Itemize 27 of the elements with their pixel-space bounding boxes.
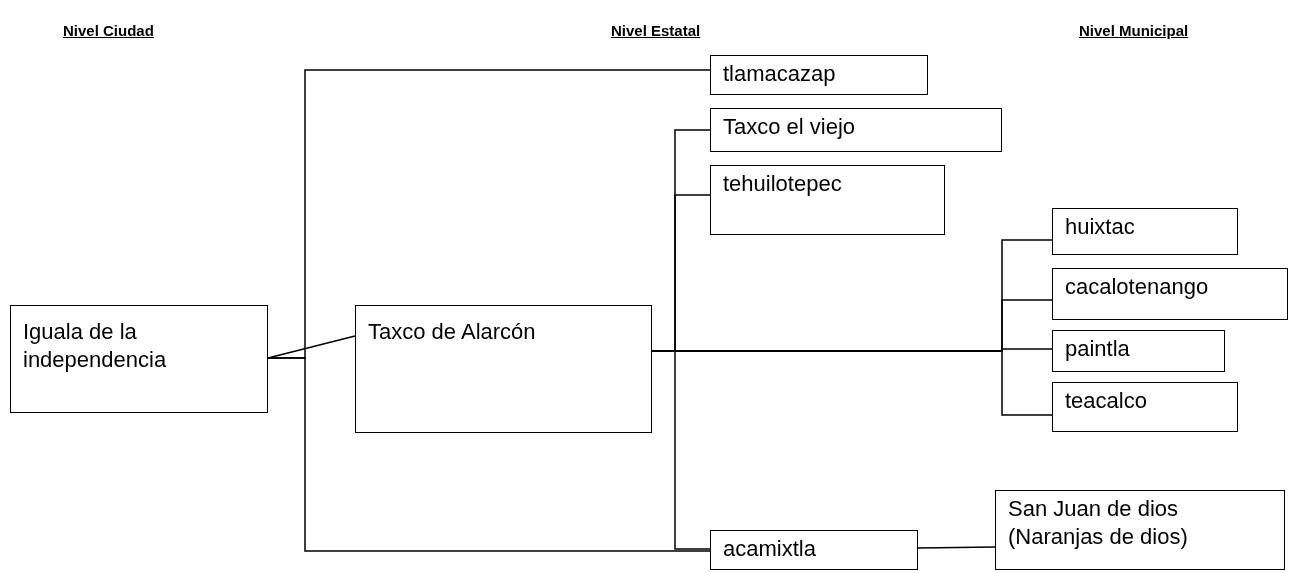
place-name: Taxco de Alarcón <box>368 318 537 346</box>
place-box <box>355 305 652 433</box>
place-box <box>995 490 1285 570</box>
place-name: paintla <box>1065 335 1131 363</box>
place-box <box>1052 330 1225 372</box>
place-box <box>1052 382 1238 432</box>
place-name: huixtac <box>1065 213 1136 241</box>
connector-line <box>267 357 711 552</box>
place-box <box>1052 208 1238 255</box>
place-name: San Juan de dios (Naranjas de dios) <box>1008 495 1189 550</box>
place-name: teacalco <box>1065 387 1148 415</box>
level-heading: Nivel Ciudad <box>63 21 154 41</box>
place-box <box>710 165 945 235</box>
place-name: tlamacazap <box>723 60 837 88</box>
place-box <box>1052 268 1288 320</box>
place-name: Iguala de la independencia <box>23 318 168 373</box>
place-box <box>710 108 1002 152</box>
place-name: acamixtla <box>723 535 817 563</box>
connector-line <box>917 546 996 549</box>
place-name: tehuilotepec <box>723 170 843 198</box>
place-box <box>710 55 928 95</box>
place-box <box>710 530 918 570</box>
place-box <box>10 305 268 413</box>
place-name: Taxco el viejo <box>723 113 857 141</box>
level-heading: Nivel Municipal <box>1079 21 1189 41</box>
level-heading: Nivel Estatal <box>611 21 701 41</box>
place-name: cacalotenango <box>1065 273 1210 301</box>
